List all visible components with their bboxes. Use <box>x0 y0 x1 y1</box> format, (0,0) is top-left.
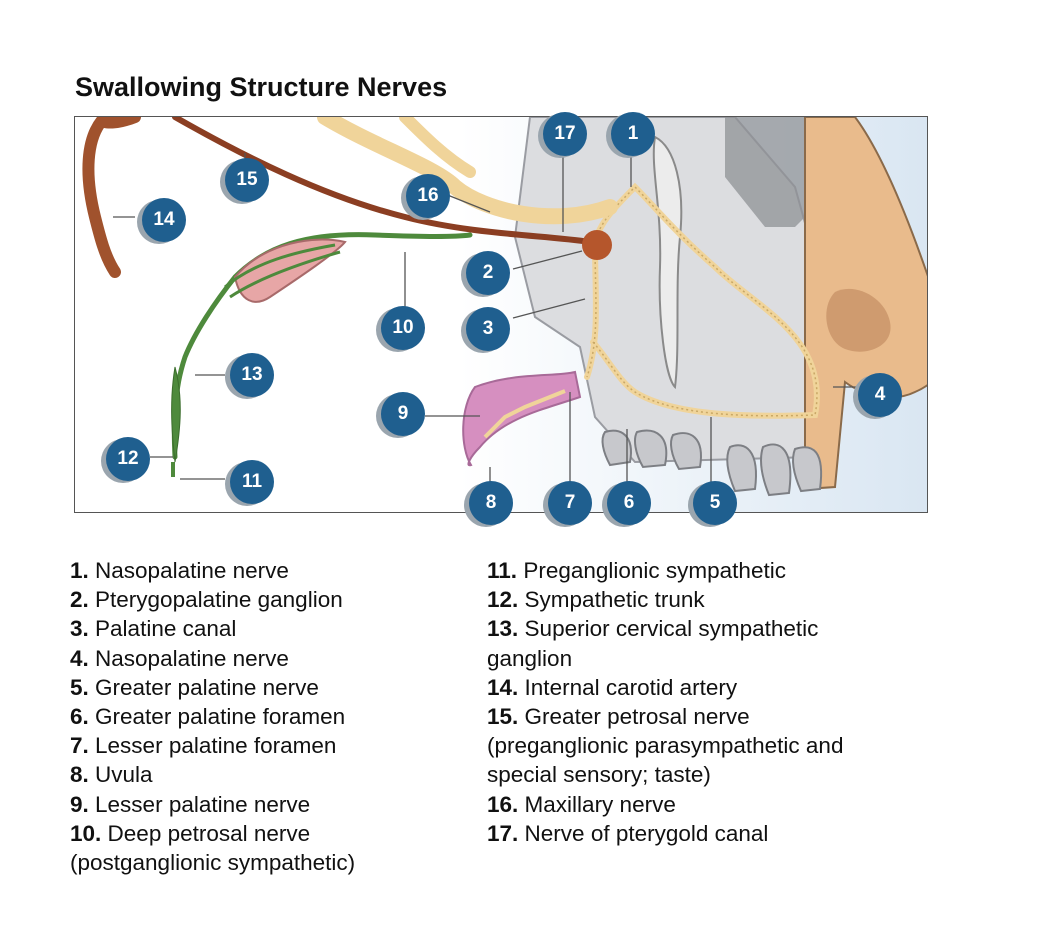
greater-petrosal-nerve <box>172 117 593 245</box>
maxillary-nerve-trunk <box>317 117 618 225</box>
legend-item-8: 8. Uvula <box>70 762 153 788</box>
legend-item-3: 3. Palatine canal <box>70 616 237 642</box>
legend-left-column: 1. Nasopalatine nerve 2. Pterygopalatine… <box>70 556 480 877</box>
maxillary-nerve-upper <box>399 117 476 178</box>
legend-item-14: 14. Internal carotid artery <box>487 674 738 700</box>
pterygopalatine-ganglion <box>582 230 612 260</box>
legend-item-16: 16. Maxillary nerve <box>487 791 676 817</box>
legend-item-9: 9. Lesser palatine nerve <box>70 791 311 817</box>
lesser-palatine-branches <box>483 389 566 439</box>
legend-item-2: 2. Pterygopalatine ganglion <box>70 587 343 613</box>
carotid-plexus <box>224 243 341 299</box>
legend-item-7: 7. Lesser palatine foramen <box>70 733 337 759</box>
legend-right-column: 11. Preganglionic sympathetic 12. Sympat… <box>487 556 917 848</box>
anatomy-drawing <box>75 117 927 512</box>
teeth-row <box>601 429 823 497</box>
legend-item-15: 15. Greater petrosal nerve (preganglioni… <box>487 704 844 788</box>
legend-item-1: 1. Nasopalatine nerve <box>70 558 289 583</box>
legend-item-10: 10. Deep petrosal nerve (postganglionic … <box>70 820 356 876</box>
anatomy-illustration <box>74 116 928 513</box>
nasal-septum <box>652 135 683 390</box>
legend-item-17: 17. Nerve of pterygold canal <box>487 820 769 846</box>
legend-item-13: 13. Superior cervical sympathetic gangli… <box>487 616 819 671</box>
legend-item-12: 12. Sympathetic trunk <box>487 587 705 613</box>
legend-item-5: 5. Greater palatine nerve <box>70 674 319 700</box>
nostril <box>826 288 891 352</box>
legend-item-4: 4. Nasopalatine nerve <box>70 645 289 671</box>
leader-lines <box>113 144 865 489</box>
maxillary-nerve-texture <box>586 185 818 417</box>
carotid-loop <box>99 117 141 129</box>
internal-carotid-artery <box>82 117 121 278</box>
legend-item-6: 6. Greater palatine foramen <box>70 704 346 730</box>
page-title: Swallowing Structure Nerves <box>75 72 448 102</box>
legend-item-11: 11. Preganglionic sympathetic <box>487 558 786 583</box>
